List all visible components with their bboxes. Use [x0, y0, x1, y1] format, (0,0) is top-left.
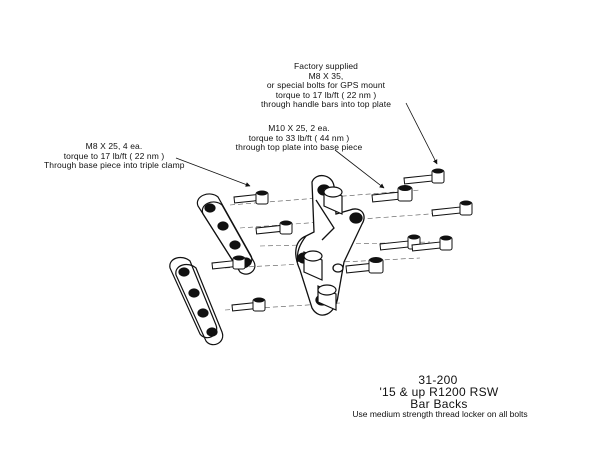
bolt-base-2: [255, 220, 293, 235]
base-piece-upper: [196, 193, 256, 275]
bolt-mount-4: [411, 235, 453, 252]
callout-line: or special bolts for GPS mount: [266, 80, 386, 90]
callout-line: torque to 33 lb/ft ( 44 nm ): [248, 132, 350, 143]
callout-line: M8 X 25, 4 ea.: [85, 141, 143, 151]
thread-locker-note: Use medium strength thread locker on all…: [352, 409, 528, 419]
bolt-m10-2: [345, 257, 384, 274]
riser-blocks: [303, 186, 343, 311]
leader-mount-bolts: [405, 102, 438, 165]
callout-line: torque to 17 lb/ft ( 22 nm ): [63, 150, 165, 161]
top-plate: [295, 175, 365, 316]
callout-line: M8 X 35,: [308, 70, 344, 81]
bolt-mount-1: [403, 168, 445, 185]
callout-line: M10 X 25, 2 ea.: [268, 123, 330, 133]
callout-line: Through base piece into triple clamp: [44, 160, 185, 170]
product-subtitle: Bar Backs: [410, 397, 468, 411]
bolt-mount-2: [431, 200, 473, 217]
leader-m10-bolts: [334, 149, 385, 189]
callout-line: through handle bars into top plate: [260, 99, 392, 109]
callout-line: Factory supplied: [294, 61, 358, 71]
callout-line: torque to 17 lb/ft ( 22 nm ): [275, 89, 377, 100]
part-number: 31-200: [418, 373, 458, 387]
leader-m8-base-bolts: [175, 157, 251, 187]
callout-mount-bolts: Factory supplied M8 X 35, or special bol…: [244, 61, 408, 110]
bolt-base-1: [233, 190, 269, 205]
bolt-base-4: [231, 297, 266, 312]
base-piece-lower: [169, 256, 224, 346]
bolts: [211, 168, 473, 312]
callout-line: through top plate into base piece: [235, 142, 363, 152]
callout-m10-bolts: M10 X 25, 2 ea. torque to 33 lb/ft ( 44 …: [222, 123, 376, 153]
bolt-m10-1: [371, 185, 413, 203]
callout-m8-base-bolts: M8 X 25, 4 ea. torque to 17 lb/ft ( 22 n…: [44, 141, 185, 171]
product-name: '15 & up R1200 RSW: [379, 385, 499, 399]
bolt-base-3: [211, 255, 246, 270]
